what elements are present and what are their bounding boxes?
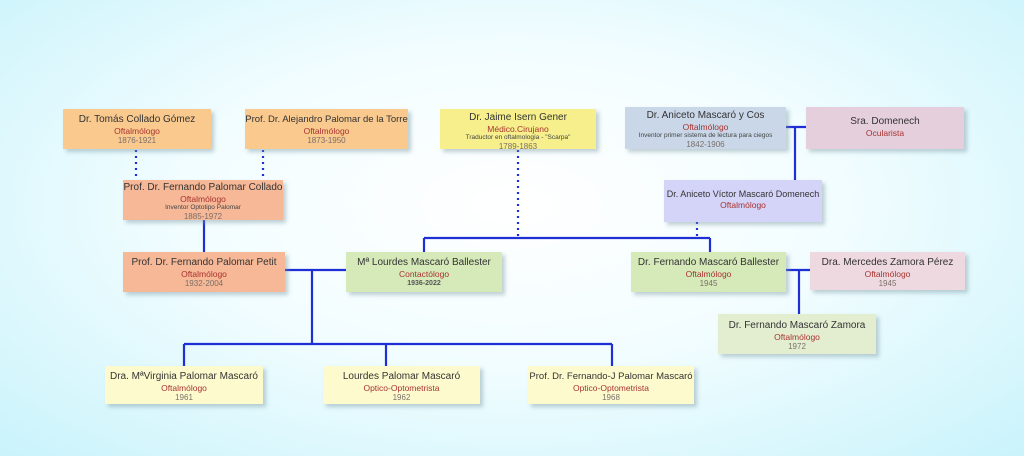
person-box-mercedes-zamora-perez: Dra. Mercedes Zamora Pérez Oftalmólogo 1… xyxy=(810,252,965,290)
person-name: Prof. Dr. Fernando Palomar Collado xyxy=(123,182,283,193)
person-years: 1876-1921 xyxy=(117,136,157,145)
person-box-fernando-palomar-petit: Prof. Dr. Fernando Palomar Petit Oftalmó… xyxy=(123,252,285,292)
person-role: Oftalmólogo xyxy=(720,200,766,210)
person-years: 1842-1906 xyxy=(686,140,725,149)
person-box-sra-domenech: Sra. Domenech Ocularista xyxy=(806,107,964,149)
person-role: Oftalmólogo xyxy=(864,269,911,279)
person-name: Mª Lourdes Mascaró Ballester xyxy=(357,257,491,268)
person-box-fernando-palomar-collado: Prof. Dr. Fernando Palomar Collado Oftal… xyxy=(123,180,283,221)
person-box-jaime-isern-gener: Dr. Jaime Isern Gener Médico.Cirujano Tr… xyxy=(440,109,596,151)
person-box-fernando-j-palomar-mascaro: Prof. Dr. Fernando-J Palomar Mascaró Opt… xyxy=(528,366,694,404)
person-note: Inventor Optotipo Palomar xyxy=(165,204,241,211)
person-years: 1945 xyxy=(699,279,718,288)
person-years: 1962 xyxy=(392,393,411,402)
person-box-lourdes-mascaro-ballester: Mª Lourdes Mascaró Ballester Contactólog… xyxy=(346,252,502,292)
person-years: 1936-2022 xyxy=(407,280,441,287)
person-name: Dr. Fernando Mascaró Ballester xyxy=(637,257,780,268)
person-box-fernando-mascaro-ballester: Dr. Fernando Mascaró Ballester Oftalmólo… xyxy=(631,252,786,292)
person-role: Optico-Optometrista xyxy=(572,383,650,393)
person-role: Oftalmólogo xyxy=(303,126,350,136)
person-name: Sra. Domenech xyxy=(850,116,920,127)
person-role: Oftalmólogo xyxy=(161,383,207,393)
person-note: Inventor primer sistema de lectura para … xyxy=(638,132,773,139)
person-name: Dr. Tomás Collado Gómez xyxy=(78,114,196,125)
person-role: Médico.Cirujano xyxy=(487,124,549,134)
person-name: Dra. Mercedes Zamora Pérez xyxy=(821,257,954,268)
person-note: Traductor en oftalmología - "Scarpa" xyxy=(465,134,571,141)
person-role: Contactólogo xyxy=(398,269,450,279)
person-role: Oftalmólogo xyxy=(685,269,732,279)
person-box-fernando-mascaro-zamora: Dr. Fernando Mascaró Zamora Oftalmólogo … xyxy=(718,314,876,354)
person-box-lourdes-palomar-mascaro: Lourdes Palomar Mascaró Optico-Optometri… xyxy=(323,366,480,404)
person-box-alejandro-palomar-de-la-torre: Prof. Dr. Alejandro Palomar de la Torre … xyxy=(245,109,408,149)
person-role: Oftalmólogo xyxy=(180,194,226,204)
person-role: Oftalmólogo xyxy=(181,269,227,279)
person-name: Prof. Dr. Fernando Palomar Petit xyxy=(131,257,277,268)
person-years: 1789-1863 xyxy=(498,142,538,151)
person-name: Dr. Aniceto Mascaró y Cos xyxy=(646,110,765,121)
person-name: Lourdes Palomar Mascaró xyxy=(342,371,461,382)
person-years: 1932-2004 xyxy=(184,279,224,288)
person-years: 1873-1950 xyxy=(307,136,346,145)
person-box-aniceto-victor-mascaro-domenech: Dr. Aniceto Víctor Mascaró Domenech Ofta… xyxy=(664,180,822,222)
person-role: Oftalmólogo xyxy=(774,332,820,342)
person-years: 1961 xyxy=(175,393,193,402)
person-years: 1885-1972 xyxy=(183,212,223,221)
person-name: Dr. Fernando Mascaró Zamora xyxy=(728,320,866,331)
person-role: Oftalmólogo xyxy=(682,122,729,132)
person-name: Dra. MªVirginia Palomar Mascaró xyxy=(109,371,258,382)
person-box-virginia-palomar-mascaro: Dra. MªVirginia Palomar Mascaró Oftalmól… xyxy=(105,366,263,404)
person-years: 1968 xyxy=(602,393,620,402)
person-role: Ocularista xyxy=(865,128,905,138)
person-name: Prof. Dr. Alejandro Palomar de la Torre xyxy=(245,114,408,125)
person-name: Dr. Aniceto Víctor Mascaró Domenech xyxy=(666,189,820,199)
person-role: Oftalmólogo xyxy=(114,126,160,136)
person-years: 1972 xyxy=(788,342,806,351)
person-name: Prof. Dr. Fernando-J Palomar Mascaró xyxy=(529,371,693,382)
person-box-tomas-collado-gomez: Dr. Tomás Collado Gómez Oftalmólogo 1876… xyxy=(63,109,211,149)
person-role: Optico-Optometrista xyxy=(363,383,440,393)
person-name: Dr. Jaime Isern Gener xyxy=(469,112,567,123)
person-box-aniceto-mascaro-y-cos: Dr. Aniceto Mascaró y Cos Oftalmólogo In… xyxy=(625,107,786,149)
person-years: 1945 xyxy=(878,279,897,288)
